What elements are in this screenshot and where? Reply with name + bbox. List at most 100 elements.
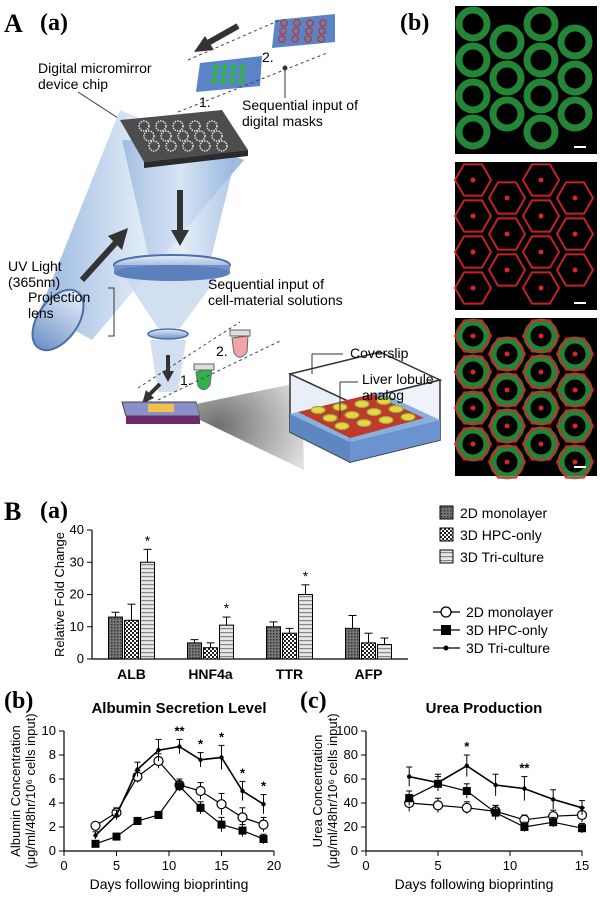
green-lobule <box>523 426 559 462</box>
red-lobule-border <box>521 319 561 353</box>
red-center <box>470 441 476 447</box>
chip-pattern-dot <box>189 120 201 132</box>
y-tick-label: 0 <box>77 651 84 666</box>
point-square <box>112 832 121 841</box>
green-lobule <box>523 318 559 354</box>
red-center <box>504 459 510 465</box>
mask-label-1: 1. <box>199 94 211 110</box>
red-center <box>538 177 544 183</box>
red-lobule-border <box>453 235 493 269</box>
y-tick-label: 2 <box>49 819 56 834</box>
mask-pattern-dot <box>280 19 288 27</box>
solution-label-2: 2. <box>216 343 228 359</box>
y-tick-label: 10 <box>42 723 56 738</box>
mask-pattern-dot <box>212 71 218 77</box>
red-center <box>470 333 476 339</box>
lobule-hex <box>322 413 338 423</box>
green-lobule <box>489 408 525 444</box>
mask-pattern-dot <box>306 19 314 27</box>
significance-mark: * <box>219 729 225 744</box>
red-lobule-border <box>453 319 493 353</box>
mask-pattern-dot <box>305 27 313 35</box>
red-center <box>538 441 544 447</box>
red-center <box>572 267 578 273</box>
point-dot <box>522 786 527 791</box>
green-lobule <box>557 372 593 408</box>
green-lobule <box>455 6 491 42</box>
point-dot <box>135 767 140 772</box>
point-dot <box>240 788 245 794</box>
red-lobule-border <box>555 253 595 287</box>
point-square <box>405 794 414 803</box>
point-dot <box>114 812 119 818</box>
point-square <box>196 803 205 812</box>
red-lobule-border <box>487 337 527 371</box>
chip-pattern-dot <box>148 140 160 152</box>
mask-pattern-dot <box>221 71 227 77</box>
red-lobule-border <box>521 271 561 305</box>
y-axis-label: Relative Fold Change <box>52 532 67 657</box>
red-center <box>538 285 544 291</box>
significance-mark: * <box>261 779 267 794</box>
red-lobule-border <box>453 391 493 425</box>
green-lobule <box>455 426 491 462</box>
point-dot <box>177 744 182 749</box>
red-center <box>572 387 578 393</box>
y-axis-label: Urea Concentration(μg/ml/48hr/10⁶ cells … <box>310 713 340 868</box>
zoom-box <box>287 351 443 464</box>
red-center <box>538 213 544 219</box>
red-lobule-border <box>453 427 493 461</box>
significance-mark: ** <box>519 761 530 776</box>
point-square <box>549 818 558 827</box>
red-lobule-border <box>555 409 595 443</box>
mask-guide-line-top <box>187 19 281 61</box>
red-lobule-border <box>453 163 493 197</box>
dmd-chip <box>120 110 248 162</box>
solution-tube-2 <box>229 329 251 358</box>
green-lobule <box>557 336 593 372</box>
chip-pattern-dot <box>199 140 211 152</box>
green-lobule <box>489 372 525 408</box>
legend-swatch <box>439 549 454 564</box>
legend-label: 2D monolayer <box>460 505 547 521</box>
point-open-circle <box>461 802 472 813</box>
panel-label-B: B <box>4 497 21 526</box>
x-tick-label: 15 <box>214 858 228 873</box>
legend-swatch <box>439 505 454 520</box>
small-lens <box>147 328 189 340</box>
x-axis-label: Days following bioprinting <box>395 876 554 892</box>
point-square <box>175 782 184 791</box>
green-lobule <box>489 96 525 132</box>
green-lobule <box>557 444 593 480</box>
solution-label-1: 1. <box>180 372 192 388</box>
mask-label-2: 2. <box>262 49 274 65</box>
significance-mark: * <box>145 532 151 548</box>
red-lobule-border <box>521 427 561 461</box>
red-lobule-border <box>555 181 595 215</box>
red-lobule-border <box>487 373 527 407</box>
significance-mark: * <box>224 600 230 616</box>
red-center <box>538 369 544 375</box>
chip-pattern-dot <box>172 120 184 132</box>
y-tick-label: 0 <box>49 843 56 858</box>
red-lobule-border <box>487 409 527 443</box>
y-tick-label: 10 <box>70 619 84 634</box>
mask-input-arrow <box>194 23 240 52</box>
green-lobule <box>523 390 559 426</box>
point-dot <box>579 805 585 810</box>
legend-label: 3D HPC-only <box>460 527 542 543</box>
chip-pattern-dot <box>165 140 177 152</box>
lobule-hex <box>354 399 370 409</box>
red-lobule-border <box>453 271 493 305</box>
y-tick-label: 0 <box>351 843 358 858</box>
lobule-hex <box>366 407 382 417</box>
red-center <box>504 195 510 201</box>
mask-pattern-dot <box>229 78 235 84</box>
mask-pattern-dot <box>293 19 301 27</box>
dmd-leader <box>77 91 119 119</box>
chip-pattern-dot <box>194 130 206 142</box>
red-lobule-border <box>521 355 561 389</box>
